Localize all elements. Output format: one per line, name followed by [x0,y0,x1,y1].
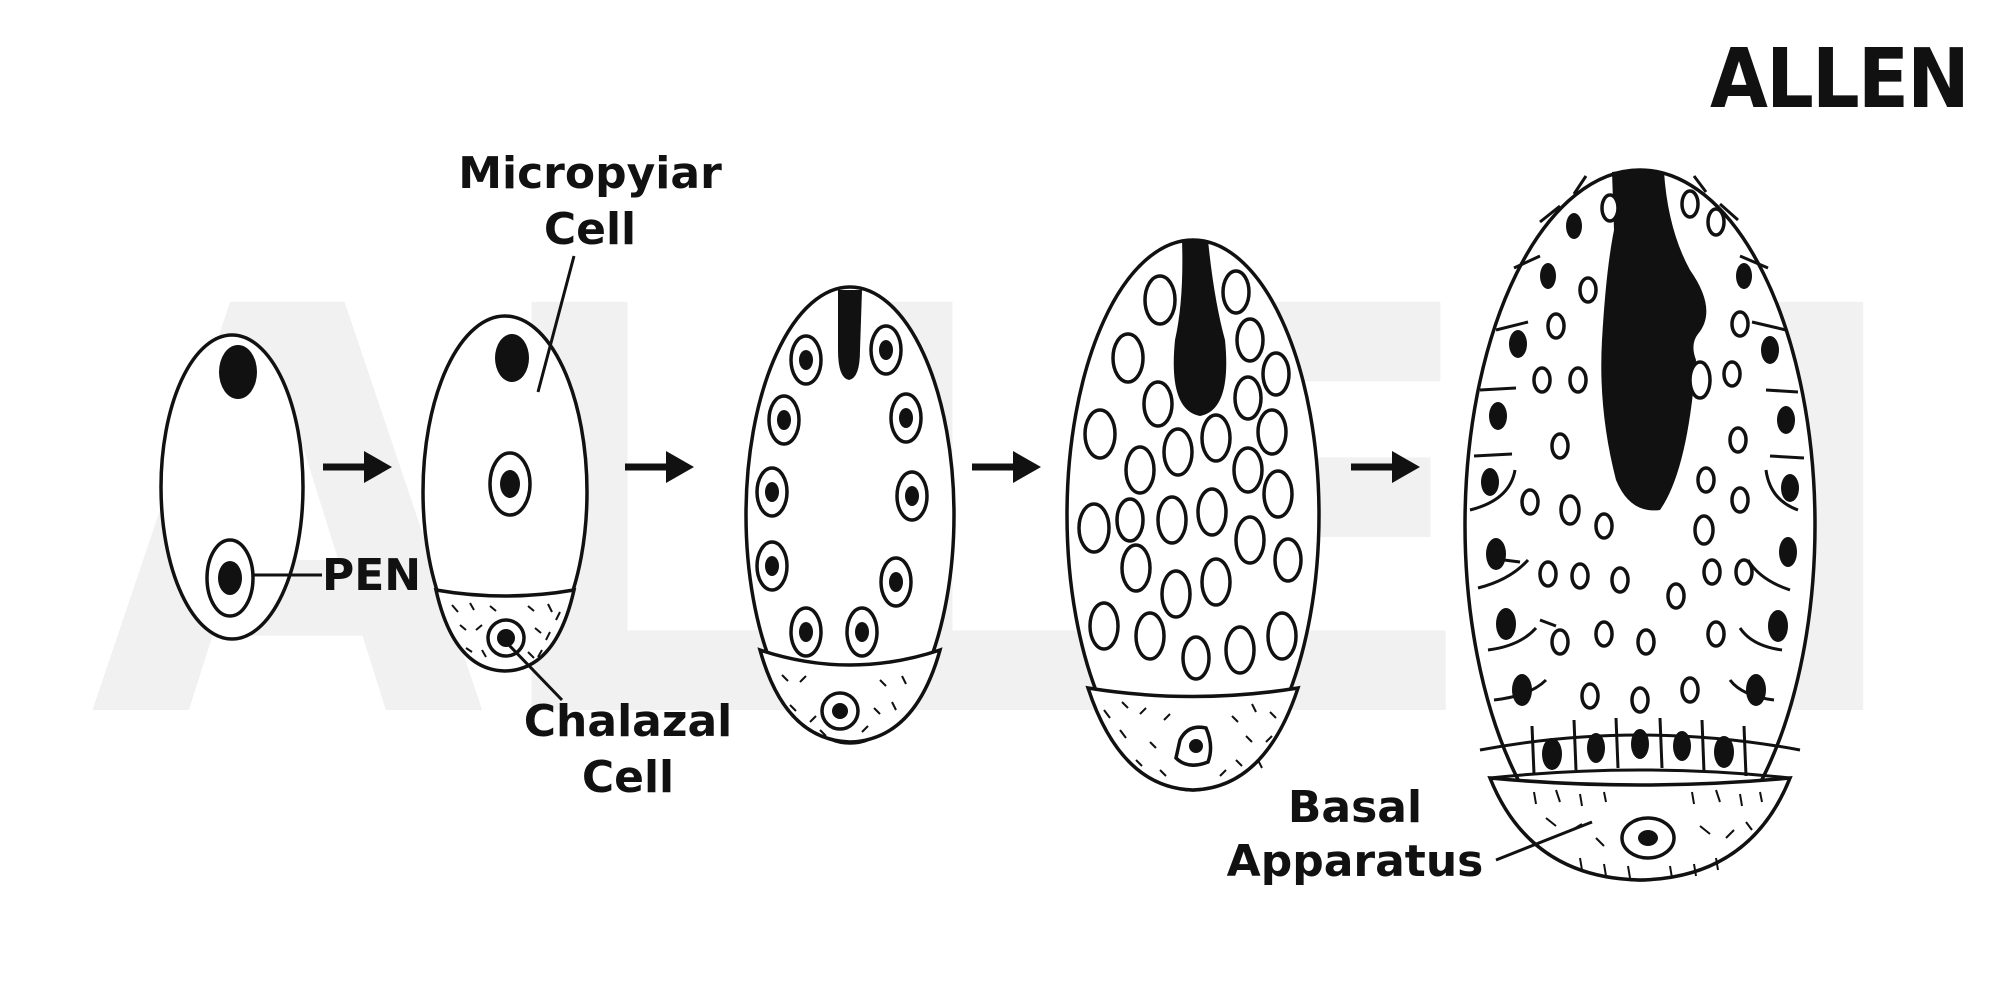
peripheral-nuclei [1481,213,1799,770]
stage-4-embryo-sac [1065,238,1321,792]
stage-3-embryo-sac [744,285,956,745]
micropylar-haustorium [838,290,862,380]
basal-pointer-line [1495,820,1593,862]
free-nuclei [1077,269,1303,681]
micropylar-haustorium [1601,170,1707,511]
micropylar-label-line2: Cell [544,204,636,255]
arrow-1 [323,451,392,483]
free-nuclei [755,324,929,658]
chalazal-label-line2: Cell [582,752,674,803]
arrow-3 [972,451,1041,483]
pen-label: PEN [322,550,421,601]
stage-1-embryo-sac [159,333,322,641]
micropylar-pointer-line [536,255,576,393]
allen-logo: ALLEN [1710,32,1968,127]
chalazal-texture [451,602,561,659]
micropylar-nucleus [219,345,257,399]
arrow-4 [1351,451,1420,483]
basal-label-line2: Apparatus [1227,836,1484,887]
micropylar-label-line1: Micropyiar [458,148,722,199]
chalazal-label-line1: Chalazal [524,696,732,747]
chalazal-pointer-line [504,640,564,702]
stage-5-embryo-sac [1463,168,1817,882]
micropylar-cell-nucleus [495,334,529,382]
inner-nuclei [1520,189,1754,714]
stage-2-embryo-sac [421,255,589,702]
micropylar-haustorium [1173,240,1227,416]
arrow-2 [625,451,694,483]
basal-label-line1: Basal [1288,782,1422,833]
